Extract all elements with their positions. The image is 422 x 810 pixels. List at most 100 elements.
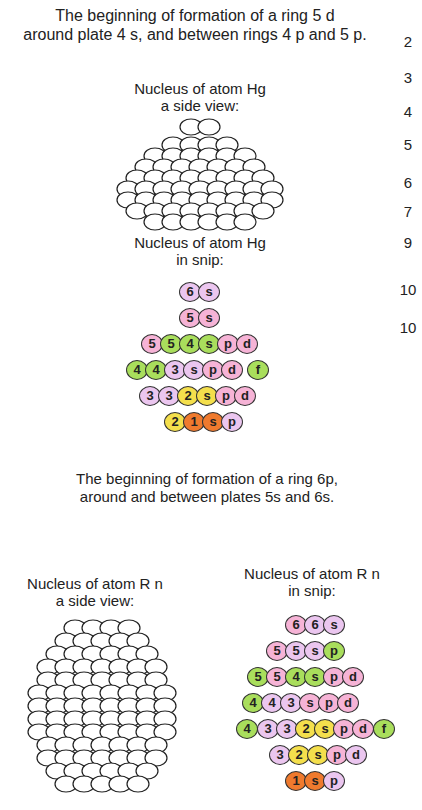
orbital-label: 5 <box>161 335 181 353</box>
orbital-circle: d <box>221 360 243 380</box>
orbital-label: 5 <box>267 642 287 660</box>
orbital-circle: f <box>373 719 395 739</box>
callout-number: 9 <box>395 234 421 252</box>
orbital-label: p <box>222 413 242 431</box>
ball <box>198 119 220 135</box>
orbital-label: p <box>218 335 238 353</box>
orbital-circle: s <box>198 282 220 302</box>
orbital-label: 4 <box>127 361 147 379</box>
orbital-label: 2 <box>165 413 185 431</box>
orbital-label: 4 <box>262 694 282 712</box>
orbital-label: 1 <box>286 772 306 790</box>
orbital-label: 6 <box>180 283 200 301</box>
ball <box>234 214 256 230</box>
callout-number: 10 <box>395 319 421 337</box>
orbital-label: f <box>374 720 394 738</box>
orbital-label: 5 <box>248 668 268 686</box>
orbital-label: s <box>305 642 325 660</box>
orbital-label: s <box>199 335 219 353</box>
orbital-label: p <box>324 642 344 660</box>
heading: Nucleus of atom Hg in snip: <box>80 234 320 268</box>
heading: Nucleus of atom R n a side view: <box>2 575 188 609</box>
orbital-label: 3 <box>281 694 301 712</box>
orbital-circle: d <box>337 693 359 713</box>
orbital-label: 4 <box>180 335 200 353</box>
orbital-label: p <box>203 361 223 379</box>
orbital-circle: s <box>323 615 345 635</box>
rn-side-view <box>28 620 176 792</box>
orbital-label: p <box>319 694 339 712</box>
orbital-circle: p <box>323 641 345 661</box>
orbital-label: s <box>315 720 335 738</box>
heading: Nucleus of atom Hg a side view: <box>80 80 320 114</box>
callout-number: 10 <box>395 281 421 299</box>
ball <box>127 776 149 792</box>
callout-number: 7 <box>395 203 421 221</box>
orbital-circle: d <box>342 667 364 687</box>
callout-number: 4 <box>395 103 421 121</box>
orbital-label: 2 <box>296 720 316 738</box>
orbital-label: s <box>305 772 325 790</box>
callout-number: 3 <box>395 69 421 87</box>
orbital-label: 4 <box>243 694 263 712</box>
orbital-circle: d <box>352 719 374 739</box>
orbital-label: 3 <box>159 387 179 405</box>
heading: The beginning of formation of a ring 6p,… <box>7 470 407 506</box>
orbital-label: d <box>237 335 257 353</box>
orbital-label: 1 <box>184 413 204 431</box>
orbital-label: s <box>305 668 325 686</box>
orbital-label: 6 <box>286 616 306 634</box>
orbital-label: p <box>324 772 344 790</box>
orbital-label: s <box>300 694 320 712</box>
orbital-circle: 4 <box>236 719 258 739</box>
orbital-label: d <box>235 387 255 405</box>
orbital-label: s <box>199 283 219 301</box>
orbital-circle: d <box>345 745 367 765</box>
orbital-circle: p <box>323 771 345 791</box>
callout-number: 6 <box>395 174 421 192</box>
orbital-label: 5 <box>142 335 162 353</box>
orbital-circle: d <box>234 386 256 406</box>
orbital-label: 3 <box>140 387 160 405</box>
orbital-label: d <box>346 746 366 764</box>
orbital-label: 2 <box>178 387 198 405</box>
heading: The beginning of formation of a ring 5 d… <box>1 6 389 44</box>
orbital-label: 5 <box>286 642 306 660</box>
orbital-label: d <box>343 668 363 686</box>
orbital-label: f <box>248 361 268 379</box>
orbital-label: 4 <box>286 668 306 686</box>
orbital-label: s <box>308 746 328 764</box>
ball <box>252 203 274 219</box>
orbital-label: d <box>338 694 358 712</box>
orbital-label: p <box>216 387 236 405</box>
orbital-label: s <box>197 387 217 405</box>
orbital-label: d <box>222 361 242 379</box>
orbital-label: 2 <box>289 746 309 764</box>
orbital-label: p <box>324 668 344 686</box>
orbital-label: p <box>334 720 354 738</box>
orbital-label: 6 <box>305 616 325 634</box>
orbital-circle: d <box>236 334 258 354</box>
orbital-label: s <box>199 309 219 327</box>
callout-number: 5 <box>395 136 421 154</box>
orbital-label: 3 <box>165 361 185 379</box>
orbital-circle: f <box>247 360 269 380</box>
orbital-circle: p <box>221 412 243 432</box>
orbital-label: 3 <box>277 720 297 738</box>
hg-side-view <box>117 119 283 230</box>
orbital-label: d <box>353 720 373 738</box>
orbital-label: 5 <box>180 309 200 327</box>
orbital-label: 4 <box>146 361 166 379</box>
orbital-label: p <box>327 746 347 764</box>
orbital-label: 3 <box>258 720 278 738</box>
orbital-circle: s <box>198 308 220 328</box>
callout-number: 2 <box>395 33 421 51</box>
orbital-label: 5 <box>267 668 287 686</box>
orbital-label: 4 <box>237 720 257 738</box>
orbital-label: s <box>203 413 223 431</box>
orbital-label: s <box>324 616 344 634</box>
orbital-label: s <box>184 361 204 379</box>
orbital-label: 3 <box>270 746 290 764</box>
heading: Nucleus of atom R n in snip: <box>212 565 412 599</box>
